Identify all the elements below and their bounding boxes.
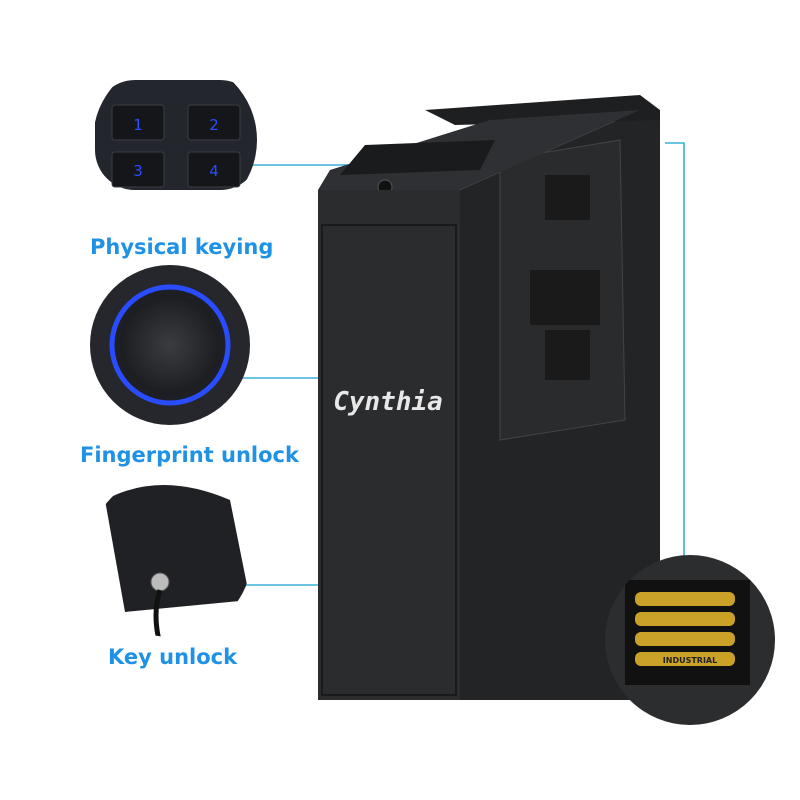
feature-label-fingerprint-unlock: Fingerprint unlock [80,443,299,467]
key-1: 1 [133,116,143,134]
battery-brand: INDUSTRIAL [663,656,717,665]
key-4: 4 [209,162,219,180]
keypad-callout: 1 2 3 4 [93,58,257,222]
key-2: 2 [209,116,219,134]
key-cylinder [150,572,170,592]
battery-callout: INDUSTRIAL [605,555,775,725]
feature-label-key-unlock: Key unlock [108,645,238,669]
key-lock-callout [88,473,252,637]
feature-label-physical-keying: Physical keying [90,235,274,259]
fingerprint-callout [90,265,250,425]
brand-logo: Cynthia [333,387,443,417]
key-3: 3 [133,162,143,180]
safe-front [318,190,460,700]
top-keypad [340,140,495,175]
